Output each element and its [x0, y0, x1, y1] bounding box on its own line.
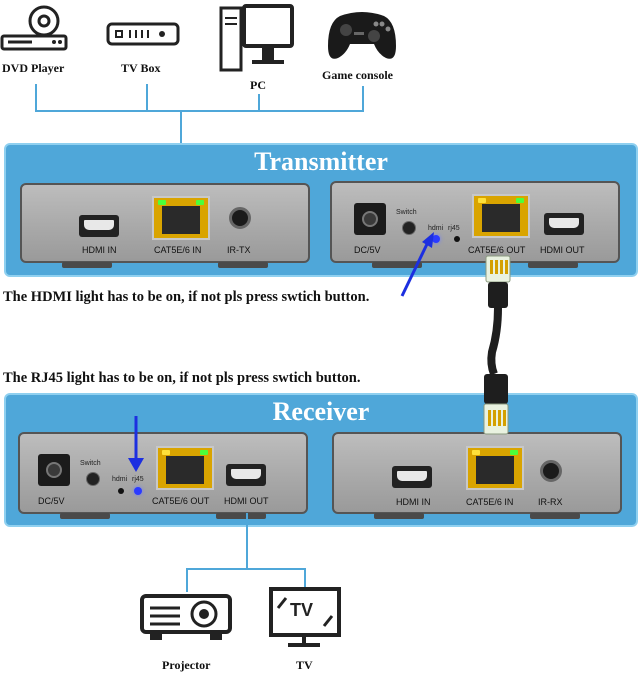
transmitter-input-unit: HDMI IN CAT5E/6 IN IR-TX: [20, 183, 310, 268]
rj45-led-label: rj45: [132, 476, 144, 483]
hdmi-led: [118, 488, 124, 494]
rj45-led: [134, 487, 142, 495]
arrow-icon: [400, 232, 434, 297]
ir-tx-label: IR-TX: [227, 245, 251, 255]
cat-in-label: CAT5E/6 IN: [466, 497, 514, 507]
projector-icon: [140, 594, 232, 640]
hdmi-in-port: [392, 466, 432, 488]
hdmi-out-label: HDMI OUT: [224, 496, 269, 506]
hdmi-in-port: [79, 215, 119, 237]
source-wire: [258, 94, 260, 111]
dc-5v-jack: [38, 454, 70, 486]
cat-out-label: CAT5E/6 OUT: [468, 245, 526, 255]
hdmi-in-label: HDMI IN: [82, 245, 117, 255]
source-wire: [362, 86, 364, 111]
switch-button[interactable]: [86, 472, 100, 486]
tv-icon: TV: [268, 586, 342, 650]
ir-rx-jack: [540, 460, 562, 482]
pc-label: PC: [250, 78, 266, 92]
dc-5v-label: DC/5V: [354, 245, 381, 255]
arrow-icon: [128, 416, 144, 472]
transmitter-title: Transmitter: [254, 147, 388, 176]
dc-5v-jack: [354, 203, 386, 235]
source-wire: [35, 84, 37, 111]
cat-in-port: [152, 196, 210, 240]
hdmi-led-label: hdmi: [428, 225, 444, 232]
tv-label: TV: [296, 658, 313, 672]
cat-in-port: [466, 446, 524, 490]
hdmi-out-port: [226, 464, 266, 486]
source-wire: [146, 84, 148, 111]
hdmi-in-label: HDMI IN: [396, 497, 431, 507]
receiver-input-unit: HDMI IN CAT5E/6 IN IR-RX: [332, 432, 622, 519]
cat-in-label: CAT5E/6 IN: [154, 245, 202, 255]
gamepad-icon: [328, 12, 396, 59]
hdmi-out-label: HDMI OUT: [540, 245, 585, 255]
rj45-led: [454, 236, 460, 242]
output-wire: [304, 568, 306, 588]
hdmi-out-port: [544, 213, 584, 235]
projector-label: Projector: [162, 658, 211, 672]
hdmi-light-note: The HDMI light has to be on, if not pls …: [3, 289, 370, 305]
output-bus: [186, 568, 306, 570]
transmitter-output-unit: Switch hdmi rj45 DC/5V CAT5E/6 OUT HDMI …: [330, 181, 620, 268]
receiver-output-unit: Switch hdmi rj45 DC/5V CAT5E/6 OUT HDMI …: [18, 432, 308, 519]
rj45-led-label: rj45: [448, 225, 460, 232]
rj45-light-note: The RJ45 light has to be on, if not pls …: [3, 370, 361, 386]
switch-label: Switch: [396, 209, 417, 216]
cat-out-port: [156, 446, 214, 490]
switch-label: Switch: [80, 460, 101, 467]
switch-button[interactable]: [402, 221, 416, 235]
tv-screen-text: TV: [290, 600, 314, 620]
pc-icon: [219, 4, 294, 72]
dvd-player-label: DVD Player: [2, 61, 65, 75]
output-wire: [186, 568, 188, 592]
cat-out-port: [472, 194, 530, 238]
ir-rx-label: IR-RX: [538, 497, 563, 507]
dc-5v-label: DC/5V: [38, 496, 65, 506]
receiver-title: Receiver: [272, 397, 370, 426]
hdmi-led: [432, 235, 440, 243]
tv-box-label: TV Box: [121, 61, 161, 75]
cat-out-label: CAT5E/6 OUT: [152, 496, 210, 506]
output-drop: [246, 513, 248, 569]
ir-tx-jack: [229, 207, 251, 229]
tv-box-icon: [106, 22, 180, 46]
source-bus: [35, 110, 364, 112]
game-console-label: Game console: [322, 68, 393, 82]
cable-icon: [483, 255, 511, 435]
dvd-player-icon: [0, 5, 68, 51]
hdmi-led-label: hdmi: [112, 476, 128, 483]
